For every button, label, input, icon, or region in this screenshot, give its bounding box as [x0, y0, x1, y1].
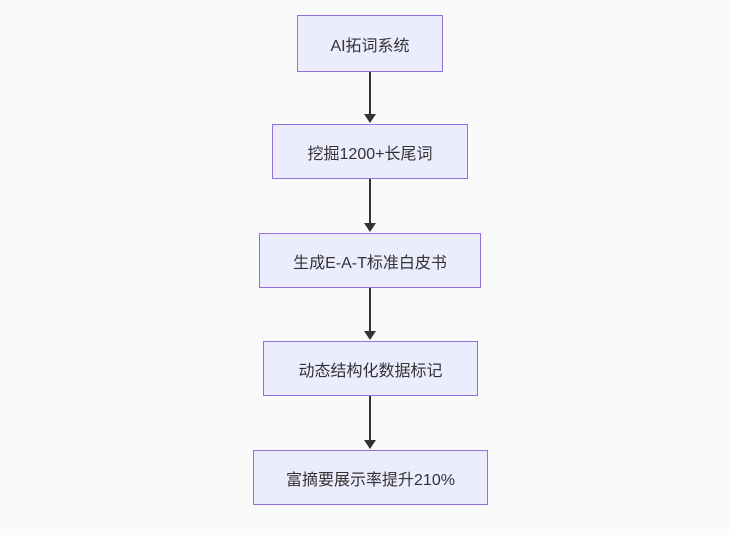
flowchart-node-eat-whitepaper: 生成E-A-T标准白皮书	[259, 233, 481, 288]
node-label: AI拓词系统	[330, 37, 410, 55]
node-label: 挖掘1200+长尾词	[307, 145, 433, 163]
node-label: 生成E-A-T标准白皮书	[293, 254, 447, 272]
flow-arrow-line	[369, 72, 371, 115]
node-label: 动态结构化数据标记	[298, 362, 443, 380]
flowchart-node-rich-snippet-rate: 富摘要展示率提升210%	[253, 450, 488, 505]
arrowhead-down-icon	[364, 440, 376, 449]
flow-arrow-line	[369, 396, 371, 441]
node-label: 富摘要展示率提升210%	[286, 471, 455, 489]
flow-arrow-line	[369, 179, 371, 224]
flow-arrow-line	[369, 288, 371, 332]
arrowhead-down-icon	[364, 331, 376, 340]
flowchart-node-longtail-keywords: 挖掘1200+长尾词	[272, 124, 468, 179]
flowchart-node-structured-data: 动态结构化数据标记	[263, 341, 478, 396]
flowchart-node-ai-system: AI拓词系统	[297, 15, 443, 72]
arrowhead-down-icon	[364, 114, 376, 123]
arrowhead-down-icon	[364, 223, 376, 232]
